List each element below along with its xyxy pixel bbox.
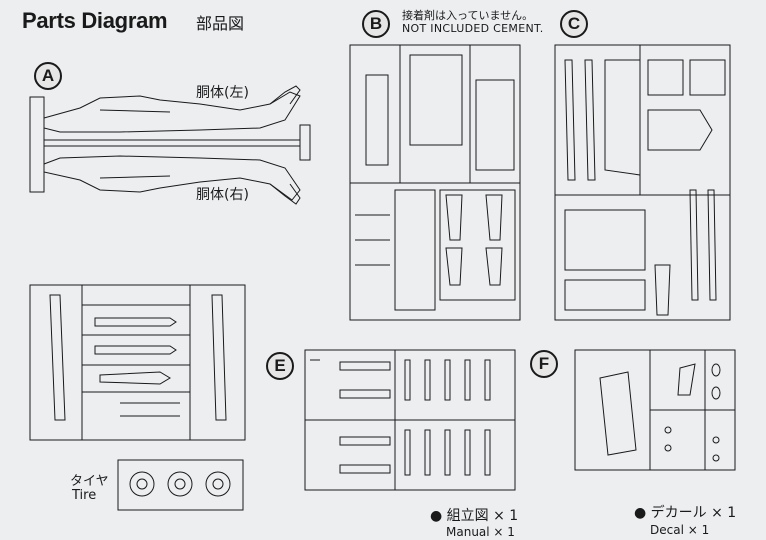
- stabilizer-part: [647, 109, 713, 151]
- cement-note-en: NOT INCLUDED CEMENT.: [402, 22, 544, 35]
- sprue-a-label: A: [34, 62, 62, 90]
- decal-label-en: Decal × 1: [650, 523, 710, 537]
- fuel-tank-part: [49, 294, 66, 421]
- sprue-e: [304, 349, 516, 491]
- seat-part: [365, 74, 389, 166]
- sprue-e-label: E: [266, 352, 294, 380]
- tire-part: [129, 471, 155, 497]
- page-title: Parts Diagram: [22, 8, 168, 33]
- rotor-blade-part: [564, 59, 576, 181]
- sprue-b: [349, 44, 521, 321]
- tire-label-en: Tire: [72, 488, 97, 503]
- sprue-f: [574, 349, 736, 471]
- fuselage-left-part: [43, 91, 301, 133]
- tire-label-jp: タイヤ: [70, 474, 109, 489]
- cement-note-jp: 接着剤は入っていません。: [402, 9, 534, 22]
- sprue-b-label: B: [362, 10, 390, 38]
- sprue-d: [29, 284, 246, 441]
- fuselage-right-part: [43, 155, 301, 201]
- manual-label-en: Manual × 1: [446, 525, 515, 539]
- page-subtitle: 部品図: [196, 14, 245, 33]
- sprue-c: [554, 44, 731, 321]
- fuselage-right-label: 胴体(右): [196, 187, 249, 203]
- fuselage-left-label: 胴体(左): [196, 85, 249, 101]
- decal-label-jp: ● デカール × 1: [634, 505, 737, 521]
- canopy-part: [599, 371, 637, 456]
- sprue-f-label: F: [530, 350, 558, 378]
- sprue-a: [29, 85, 311, 205]
- sprue-c-label: C: [560, 10, 588, 38]
- manual-label-jp: ● 組立図 × 1: [430, 508, 519, 524]
- tire-sprue: [117, 459, 244, 511]
